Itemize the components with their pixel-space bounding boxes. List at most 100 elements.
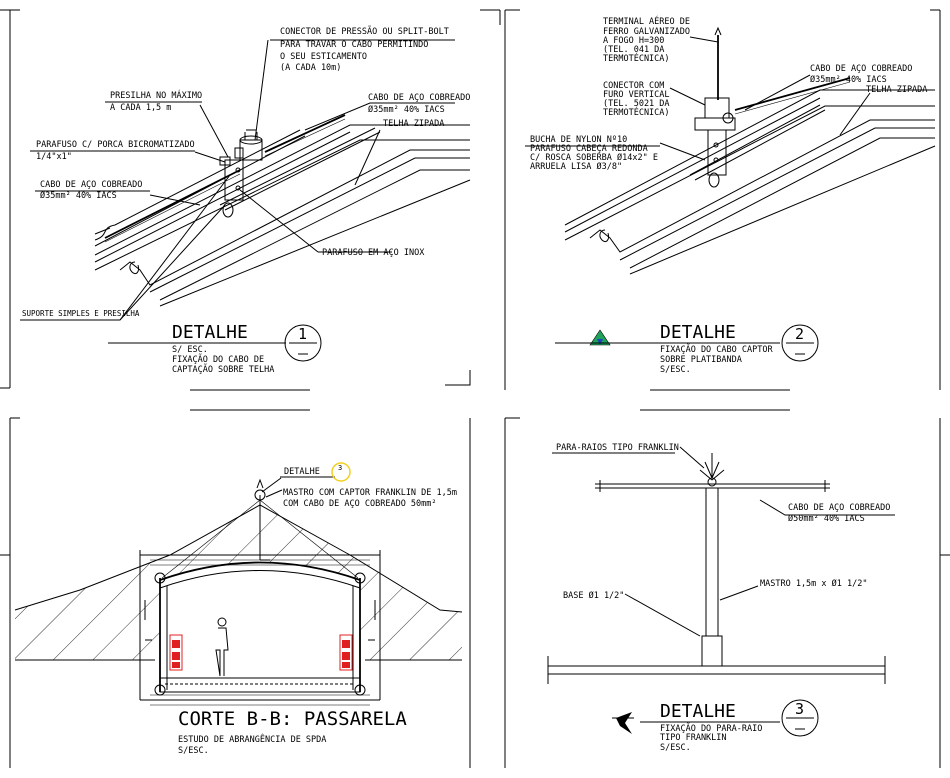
detail-title-4: DETALHE <box>660 701 736 722</box>
panel-borders <box>0 9 950 768</box>
connector-line-2: PARA TRAVAR O CABO PERMITINDO <box>280 40 428 50</box>
title-block-4: DETALHE 3 FIXAÇÃO DO PARA-RAIO TIPO FRAN… <box>612 699 819 753</box>
desc-2-line-3: S/ESC. <box>660 365 691 375</box>
bucha-label: BUCHA DE NYLON Nº10 PARAFUSO CABEÇA REDO… <box>525 135 660 172</box>
cable-left-line-1: CABO DE AÇO COBREADO <box>40 180 142 190</box>
presilha-line-2: A CADA 1,5 m <box>110 103 171 113</box>
detail-title-2: DETALHE <box>660 322 736 343</box>
mastro-label: MASTRO COM CAPTOR FRANKLIN DE 1,5m COM C… <box>265 488 457 509</box>
cable4-line-1: CABO DE AÇO COBREADO <box>788 503 890 513</box>
telha-label-2: TELHA ZIPADA <box>866 85 927 95</box>
zipped-roof-sheet-2 <box>564 89 936 275</box>
terminal-label: TERMINAL AÉREO DE FERRO GALVANIZADO A FO… <box>603 15 690 64</box>
detail-number-circle-2 <box>781 324 819 362</box>
desc-3-line-1: ESTUDO DE ABRANGÊNCIA DE SPDA <box>178 733 326 745</box>
cable2-line-2: Ø35mm² 40% IACS <box>810 74 887 85</box>
parafuso-inox-label: PARAFUSO EM AÇO INOX <box>322 248 425 258</box>
title-block-1: DETALHE 1 S/ ESC. FIXAÇÃO DO CABO DE CAP… <box>108 322 322 375</box>
bucha-line-2: PARAFUSO CABEÇA REDONDA <box>530 144 648 154</box>
desc-4-line-2: TIPO FRANKLIN <box>660 733 727 743</box>
red-equipment-right <box>339 634 353 671</box>
detail-number-2: 2 <box>795 325 804 343</box>
mastro-line-2: COM CABO DE AÇO COBREADO 50mm² <box>283 499 437 509</box>
parafuso-porca-line-1: PARAFUSO C/ PORCA BICROMATIZADO <box>36 140 195 150</box>
panel-1-detail: CONECTOR DE PRESSÃO OU SPLIT-BOLT PARA T… <box>20 26 470 375</box>
red-equipment-left <box>169 634 183 671</box>
connector-line-3: O SEU ESTICAMENTO <box>280 52 367 62</box>
zipped-roof-sheet-1 <box>94 124 471 307</box>
bucha-line-3: C/ ROSCA SOBERBA Ø14x2" E <box>530 152 658 163</box>
person-icon <box>215 617 229 677</box>
steel-cable-1 <box>104 114 346 243</box>
base-label: BASE Ø1 1/2" <box>563 590 624 601</box>
conector-line-4: TERMOTÉCNICA) <box>603 106 670 118</box>
conector-line-3: (TEL. 5021 DA <box>603 99 670 109</box>
support-clip-1 <box>219 129 263 218</box>
franklin-terminal <box>699 453 725 487</box>
cable-top-label: CABO DE AÇO COBREADO Ø35mm² 40% IACS <box>368 93 470 115</box>
desc-1-line-1: S/ ESC. <box>172 345 208 355</box>
presilha-label: PRESILHA NO MÁXIMO A CADA 1,5 m <box>105 89 202 113</box>
presilha-line-1: PRESILHA NO MÁXIMO <box>110 89 202 101</box>
detail-number-circle-1 <box>284 324 322 362</box>
section-title: CORTE B-B: PASSARELA <box>178 708 407 730</box>
desc-3-line-2: S/ESC. <box>178 746 209 756</box>
desc-1-line-2: FIXAÇÃO DO CABO DE <box>172 354 264 365</box>
bucha-line-4: ARRUELA LISA Ø3/8" <box>530 161 622 172</box>
cable-top-line-2: Ø35mm² 40% IACS <box>368 104 445 115</box>
terminal-line-5: TERMOTÉCNICA) <box>603 52 670 64</box>
detail-tag-3: DETALHE 3 <box>261 462 351 493</box>
terminal-line-4: (TEL. 041 DA <box>603 45 664 55</box>
franklin-mast-3 <box>161 478 359 579</box>
cable4-line-2: Ø50mm² 40% IACS <box>788 513 865 524</box>
leader-lines-2 <box>659 36 871 161</box>
suporte-label: SUPORTE SIMPLES E PRESILHA <box>22 309 140 318</box>
panel-3-section: DETALHE 3 MASTRO COM CAPTOR FRANKLIN DE … <box>14 462 463 756</box>
walkway-structure <box>139 540 381 706</box>
bucha-line-1: BUCHA DE NYLON Nº10 <box>530 135 627 145</box>
desc-2-line-2: SOBRE PLATIBANDA <box>660 355 742 365</box>
title-block-3: CORTE B-B: PASSARELA ESTUDO DE ABRANGÊNC… <box>178 708 407 756</box>
air-terminal <box>694 26 736 188</box>
desc-1-line-3: CAPTAÇÃO SOBRE TELHA <box>172 364 274 375</box>
cable-label-4: CABO DE AÇO COBREADO Ø50mm² 40% IACS <box>788 503 890 524</box>
cable-left-line-2: Ø35mm² 40% IACS <box>40 190 117 201</box>
leader-lines-1 <box>20 39 455 321</box>
title-block-2: DETALHE 2 FIXAÇÃO DO CABO CAPTOR SOBRE P… <box>555 322 819 375</box>
cable2-line-1: CABO DE AÇO COBREADO <box>810 64 912 74</box>
cable-left-label: CABO DE AÇO COBREADO Ø35mm² 40% IACS <box>35 180 150 201</box>
connector-line-4: (A CADA 10m) <box>280 63 341 73</box>
terminal-line-3: A FOGO H=300 <box>603 36 664 46</box>
panel-2-detail: TERMINAL AÉREO DE FERRO GALVANIZADO A FO… <box>525 15 936 375</box>
detail-title-1: DETALHE <box>172 322 248 343</box>
detail-number-circle-4 <box>781 699 819 737</box>
cable-top-line-1: CABO DE AÇO COBREADO <box>368 93 470 103</box>
connector-label: CONECTOR DE PRESSÃO OU SPLIT-BOLT PARA T… <box>270 26 455 73</box>
mastro-label-4: MASTRO 1,5m x Ø1 1/2" <box>760 578 867 589</box>
leader-lines-4 <box>624 446 895 637</box>
connector-line-1: CONECTOR DE PRESSÃO OU SPLIT-BOLT <box>280 26 449 37</box>
base-slab <box>547 656 886 684</box>
terminal-line-2: FERRO GALVANIZADO <box>603 27 690 37</box>
conector-line-2: FURO VERTICAL <box>603 90 670 100</box>
panel-4-detail: PARA-RAIOS TIPO FRANKLIN CABO DE AÇO COB… <box>547 443 895 753</box>
terminal-line-1: TERMINAL AÉREO DE <box>603 15 690 27</box>
compass-icon <box>612 712 634 734</box>
conector-label: CONECTOR COM FURO VERTICAL (TEL. 5021 DA… <box>603 81 670 118</box>
para-raios-label: PARA-RAIOS TIPO FRANKLIN <box>556 443 679 453</box>
detail-number-1: 1 <box>298 325 307 343</box>
north-marker-icon <box>589 329 611 346</box>
detail-tag-number: 3 <box>338 464 342 472</box>
desc-4-line-3: S/ESC. <box>660 743 691 753</box>
parafuso-porca-line-2: 1/4"x1" <box>36 152 72 162</box>
detail-number-4: 3 <box>795 700 804 718</box>
desc-2-line-1: FIXAÇÃO DO CABO CAPTOR <box>660 344 773 355</box>
mastro-line-1: MASTRO COM CAPTOR FRANKLIN DE 1,5m <box>283 488 457 498</box>
desc-4-line-1: FIXAÇÃO DO PARA-RAIO <box>660 723 762 734</box>
detail-tag-label: DETALHE <box>284 467 320 477</box>
parafuso-porca-label: PARAFUSO C/ PORCA BICROMATIZADO 1/4"x1" <box>30 140 195 162</box>
cable-label-2: CABO DE AÇO COBREADO Ø35mm² 40% IACS <box>810 64 912 85</box>
conector-line-1: CONECTOR COM <box>603 81 664 91</box>
mast-4 <box>690 487 734 667</box>
